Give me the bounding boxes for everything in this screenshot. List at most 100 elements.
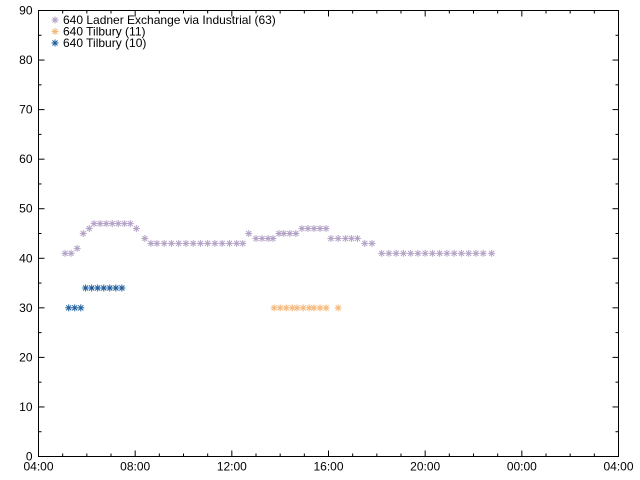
marker-stroke [393,250,400,257]
marker-stroke [270,235,276,242]
marker-stroke [465,250,472,257]
marker-stroke [311,304,317,311]
legend: 640 Ladner Exchange via Industrial (63) 6… [51,13,276,50]
data-point-series-1 [275,230,283,237]
data-point-series-1 [392,249,400,257]
data-point-series-1 [96,220,104,228]
marker-stroke [109,220,116,227]
marker-stroke [369,240,375,247]
data-point-series-1 [252,234,260,242]
legend-label-series-3: 640 Tilbury (10) [63,36,146,50]
marker-stroke [335,304,342,311]
marker-stroke [133,225,140,232]
marker-stroke [94,285,101,291]
marker-stroke [154,240,160,247]
y-tick-label: 80 [19,53,33,67]
marker-stroke [286,230,293,237]
data-point-series-1 [79,230,87,237]
data-point-series-1 [114,220,122,228]
marker-stroke [473,250,479,257]
marker-stroke [280,230,287,237]
data-point-series-1 [167,239,175,247]
data-point-series-3 [106,284,114,292]
y-tick-label: 0 [26,450,33,464]
marker-stroke [348,235,355,242]
data-point-series-1 [310,225,318,233]
y-tick-label: 50 [19,202,33,216]
data-point-series-1 [472,249,480,257]
marker-stroke [311,225,317,232]
marker-stroke [88,285,95,291]
data-point-series-1 [286,230,294,237]
marker-stroke [259,235,265,242]
data-point-series-1 [196,239,204,247]
data-point-series-1 [327,234,335,242]
data-point-series-1 [341,234,349,242]
x-tick-label: 00:00 [507,460,537,474]
y-tick-label: 10 [19,400,33,414]
data-point-series-1 [120,220,128,228]
marker-stroke [52,40,58,46]
data-point-series-2 [270,304,278,312]
data-point-series-1 [292,230,300,237]
data-point-series-3 [88,284,96,292]
marker-stroke [219,240,226,247]
y-tick-label: 90 [19,4,33,18]
marker-stroke [86,225,93,232]
marker-stroke [488,250,495,257]
marker-stroke [127,220,134,227]
marker-stroke [253,235,259,242]
data-point-series-2 [293,304,301,312]
data-point-series-2 [276,304,284,312]
marker-stroke [233,240,240,247]
x-tick-label: 04:00 [23,460,53,474]
data-point-series-1 [465,249,473,257]
marker-stroke [204,240,211,247]
marker-stroke [335,235,342,242]
marker-stroke [80,230,87,237]
marker-stroke [378,250,385,257]
data-point-series-3 [71,304,79,312]
marker-stroke [386,250,392,257]
data-point-series-1 [233,239,241,247]
data-point-series-1 [334,234,342,242]
marker-stroke [444,250,450,257]
y-tick-label: 70 [19,103,33,117]
data-point-series-1 [211,239,219,247]
data-point-series-1 [189,239,197,247]
x-tick-label: 20:00 [410,460,440,474]
marker-stroke [239,240,246,247]
data-point-series-1 [67,249,75,257]
data-point-series-1 [153,239,161,247]
data-marks [61,220,496,312]
data-point-series-1 [457,249,465,257]
data-point-series-1 [479,249,487,257]
marker-stroke [245,230,252,237]
marker-stroke [77,304,84,311]
data-point-series-1 [132,225,140,233]
marker-stroke [323,225,329,232]
data-point-series-1 [245,230,253,237]
marker-stroke [300,304,306,311]
data-point-series-1 [280,230,288,237]
marker-stroke [265,235,271,242]
marker-stroke [293,230,299,237]
data-point-series-1 [385,249,393,257]
marker-stroke [317,225,323,232]
marker-stroke [212,240,218,247]
data-point-series-1 [218,239,226,247]
legend-marker-series-1 [51,16,59,24]
data-point-series-1 [225,239,233,247]
data-point-series-1 [361,239,369,247]
marker-stroke [71,304,78,311]
data-point-series-1 [175,239,183,247]
data-point-series-1 [450,249,458,257]
marker-stroke [306,304,313,311]
data-point-series-1 [258,234,266,242]
legend-marker-series-2 [51,28,59,35]
legend-label-series-1: 640 Ladner Exchange via Industrial (63) [63,13,276,27]
marker-stroke [323,304,329,311]
marker-stroke [361,240,368,247]
